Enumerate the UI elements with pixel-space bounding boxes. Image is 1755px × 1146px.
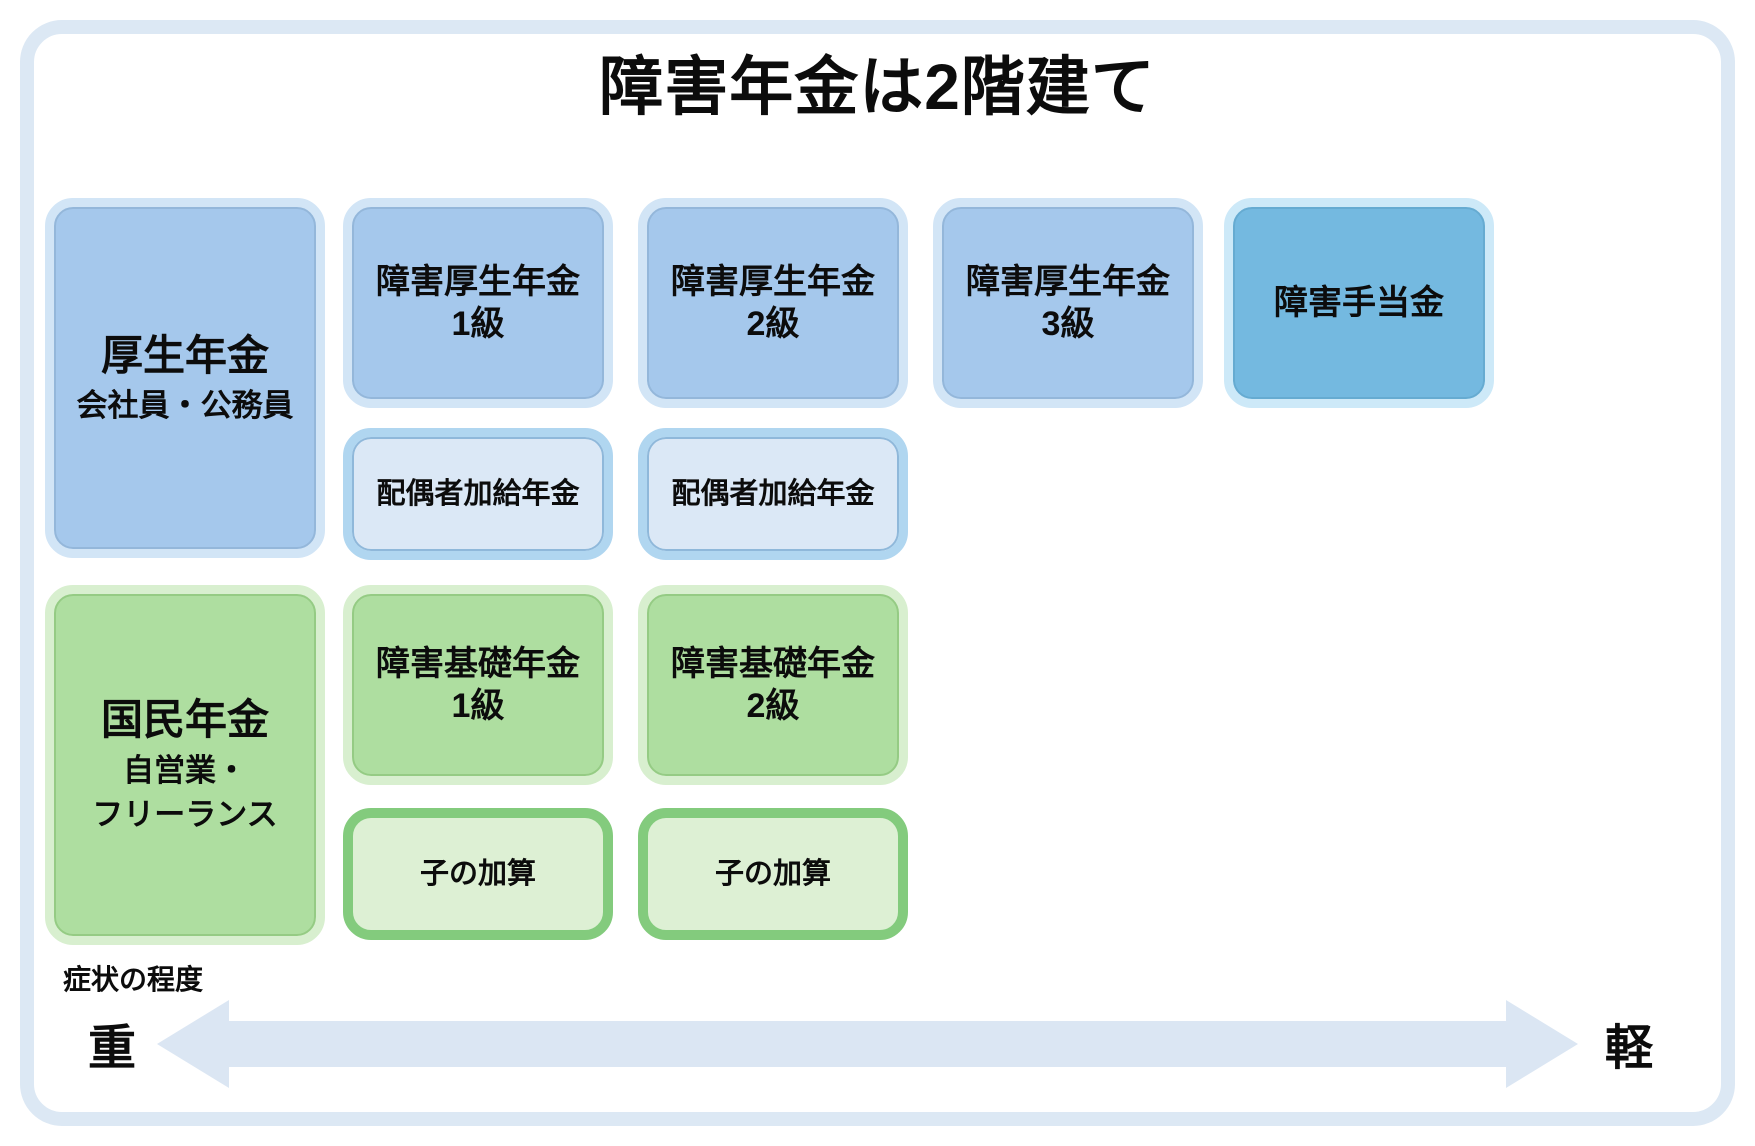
category-audience: 会社員・公務員 (76, 387, 294, 423)
benefit-name: 障害基礎年金 (671, 644, 875, 683)
diagram-title: 障害年金は2階建て (599, 51, 1156, 123)
benefit-box-kosei-grade1: 障害厚生年金 1級 (343, 198, 613, 408)
severity-axis-label: 症状の程度 (63, 964, 204, 995)
addition-name: 配偶者加給年金 (376, 477, 580, 510)
addition-name: 配偶者加給年金 (671, 477, 875, 510)
arrow-left-head-icon (157, 1000, 229, 1088)
benefit-box-kiso-grade1: 障害基礎年金 1級 (343, 585, 613, 785)
benefit-box-kosei-grade2: 障害厚生年金 2級 (638, 198, 908, 408)
benefit-name: 障害手当金 (1274, 283, 1444, 322)
addition-name: 子の加算 (419, 857, 536, 890)
benefit-name: 障害厚生年金 (376, 262, 580, 301)
severity-double-arrow (157, 1000, 1578, 1088)
benefit-grade: 3級 (1041, 305, 1095, 343)
addition-box-child-2: 子の加算 (638, 808, 908, 940)
benefit-name: 障害厚生年金 (966, 262, 1170, 301)
category-audience-line1: 自営業・ (123, 752, 247, 788)
category-box-kosei-nenkin: 厚生年金 会社員・公務員 (45, 198, 325, 558)
addition-box-spouse-2: 配偶者加給年金 (638, 428, 908, 560)
arrow-shaft (227, 1021, 1508, 1067)
severity-mild-label: 軽 (1605, 1022, 1654, 1075)
benefit-box-kosei-grade3: 障害厚生年金 3級 (933, 198, 1203, 408)
severity-severe-label: 重 (88, 1022, 137, 1075)
benefit-grade: 1級 (451, 687, 505, 725)
benefit-grade: 1級 (451, 305, 505, 343)
category-name: 国民年金 (100, 696, 269, 744)
addition-box-spouse-1: 配偶者加給年金 (343, 428, 613, 560)
benefit-grade: 2級 (746, 687, 800, 725)
arrow-right-head-icon (1506, 1000, 1578, 1088)
category-box-kokumin-nenkin: 国民年金 自営業・ フリーランス (45, 585, 325, 945)
benefit-name: 障害厚生年金 (671, 262, 875, 301)
benefit-grade: 2級 (746, 305, 800, 343)
category-audience-line2: フリーランス (92, 797, 278, 833)
addition-name: 子の加算 (714, 857, 831, 890)
benefit-name: 障害基礎年金 (376, 644, 580, 683)
benefit-box-kiso-grade2: 障害基礎年金 2級 (638, 585, 908, 785)
benefit-box-shogai-teatekin: 障害手当金 (1224, 198, 1494, 408)
outer-frame (20, 20, 1735, 1126)
category-name: 厚生年金 (100, 332, 269, 380)
addition-box-child-1: 子の加算 (343, 808, 613, 940)
